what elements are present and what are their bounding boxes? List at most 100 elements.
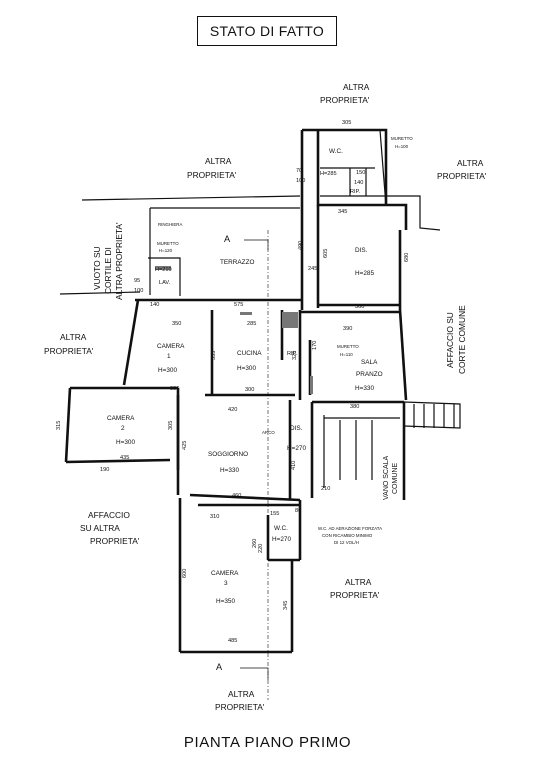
vuoto-label: VUOTO SU CORTILE DI ALTRA PROPRIETA' (92, 222, 124, 300)
annotation-wc-note-1: W.C. AD AERAZIONE FORZATA (318, 526, 382, 531)
dimension-labels: 305 70 150 140 100 345 95 100 140 575 49… (56, 120, 410, 644)
dim-390: 390 (343, 326, 352, 332)
room-rip-mid: RIP. (287, 351, 298, 357)
dim-490: 490 (298, 241, 304, 250)
dim-425: 425 (182, 441, 188, 450)
vano-scala-label: VANO SCALA COMUNE (383, 455, 399, 500)
room-wc-top: W.C. (329, 148, 343, 155)
label-vuoto-1: VUOTO SU (92, 246, 102, 290)
room-cucina: CUCINA (237, 350, 262, 357)
dim-310: 310 (210, 514, 219, 520)
dim-70: 70 (296, 168, 302, 174)
section-marker-bottom: A (216, 662, 223, 672)
dim-350: 350 (172, 321, 181, 327)
room-camera2-height: H=300 (116, 439, 135, 446)
section-marker-top: A (224, 234, 231, 244)
annotation-muretto-sala-h: H=110 (340, 352, 353, 357)
dim-345b: 345 (283, 601, 289, 610)
room-sala: SALA (361, 359, 378, 366)
label-affaccio-altra-3: PROPRIETA' (90, 536, 140, 546)
label-altra-ur-1: ALTRA (457, 158, 484, 168)
room-camera2: CAMERA (107, 415, 135, 422)
room-terrazzo: TERRAZZO (220, 259, 254, 266)
room-camera1-num: 1 (167, 353, 171, 360)
annotation-wc-note-3: DI 12 VOL/H (334, 540, 359, 545)
room-camera3: CAMERA (211, 570, 239, 577)
dim-95: 95 (134, 278, 140, 284)
room-camera1-height: H=300 (158, 367, 177, 374)
label-altra-l-2: PROPRIETA' (44, 346, 94, 356)
label-vuoto-2: CORTILE DI (103, 247, 113, 294)
label-affaccio-altra-1: AFFACCIO (88, 510, 130, 520)
label-altra-top-1: ALTRA (343, 82, 370, 92)
dim-600: 600 (182, 569, 188, 578)
annotation-arco: ARCO (262, 430, 275, 435)
dim-220: 220 (258, 544, 264, 553)
dim-285: 285 (247, 321, 256, 327)
annotation-muretto-sala: MURETTO (337, 344, 359, 349)
annotation-muretto-top-h: H=100 (395, 144, 409, 149)
dim-575: 575 (234, 302, 243, 308)
dim-360a: 360 (355, 304, 364, 310)
room-wc-bot-height: H=270 (272, 536, 291, 543)
room-lav: LAV. (159, 280, 171, 286)
dim-100b: 100 (134, 288, 143, 294)
label-affaccio-altra-2: SU ALTRA (80, 523, 120, 533)
label-vano-scala-1: VANO SCALA (383, 455, 390, 500)
dim-680: 680 (404, 253, 410, 262)
dim-420a: 420 (228, 407, 237, 413)
dim-260: 260 (252, 539, 258, 548)
dim-380a: 380 (170, 386, 179, 392)
room-dis-mid: DIS. (290, 425, 303, 432)
annotation-muretto-top: MURETTO (391, 136, 413, 141)
label-altra-bottom-2: PROPRIETA' (215, 702, 265, 712)
dim-245: 245 (308, 266, 317, 272)
dim-300: 300 (245, 387, 254, 393)
annotation-muretto-lav-h: H=120 (159, 248, 173, 253)
room-soggiorno-height: H=330 (220, 467, 239, 474)
dim-210: 210 (321, 486, 330, 492)
dim-80: 80 (295, 508, 301, 514)
room-cucina-height: H=300 (237, 365, 256, 372)
page-title: STATO DI FATTO (197, 16, 337, 46)
dim-140-b: 140 (150, 302, 159, 308)
room-dis-mid-height: H=270 (287, 445, 306, 452)
dim-190: 190 (100, 467, 109, 473)
label-altra-br-1: ALTRA (345, 577, 372, 587)
label-altra-ur-2: PROPRIETA' (437, 171, 487, 181)
annotation-wc-note-2: CON RICAMBIO MINIMO (322, 533, 373, 538)
room-pranzo: PRANZO (356, 371, 383, 378)
label-affaccio-corte-2: CORTE COMUNE (457, 305, 467, 374)
dim-325: 325 (292, 351, 298, 360)
dim-380b: 380 (350, 404, 359, 410)
label-altra-ul-2: PROPRIETA' (187, 170, 237, 180)
dim-435: 435 (120, 455, 129, 461)
dim-155: 155 (270, 511, 279, 517)
room-dis-top: DIS. (355, 247, 368, 254)
dim-305: 305 (342, 120, 351, 126)
dim-140: 140 (354, 180, 363, 186)
dim-345a: 345 (338, 209, 347, 215)
affaccio-corte-label: AFFACCIO SU CORTE COMUNE (445, 305, 467, 374)
room-camera2-num: 2 (121, 425, 125, 432)
label-altra-l-1: ALTRA (60, 332, 87, 342)
room-dis-top-height: H=285 (355, 270, 374, 277)
dim-305b: 305 (168, 421, 174, 430)
room-wc-top-height: H=285 (320, 171, 337, 177)
room-wc-bot: W.C. (274, 525, 288, 532)
dim-355: 355 (211, 351, 217, 360)
room-rip-top: RIP. (350, 189, 361, 195)
footer-title: PIANTA PIANO PRIMO (183, 734, 352, 751)
dim-170: 170 (312, 341, 318, 350)
dim-410: 410 (291, 461, 297, 470)
label-altra-bottom-1: ALTRA (228, 689, 255, 699)
label-vano-scala-2: COMUNE (392, 463, 399, 494)
room-sala-height: H=330 (355, 385, 374, 392)
dim-150: 150 (356, 170, 365, 176)
annotation-muretto-lav: MURETTO (157, 241, 179, 246)
annotation-ringhiera: RINGHIERA (158, 222, 182, 227)
dim-460: 460 (232, 493, 241, 499)
label-altra-ul-1: ALTRA (205, 156, 232, 166)
